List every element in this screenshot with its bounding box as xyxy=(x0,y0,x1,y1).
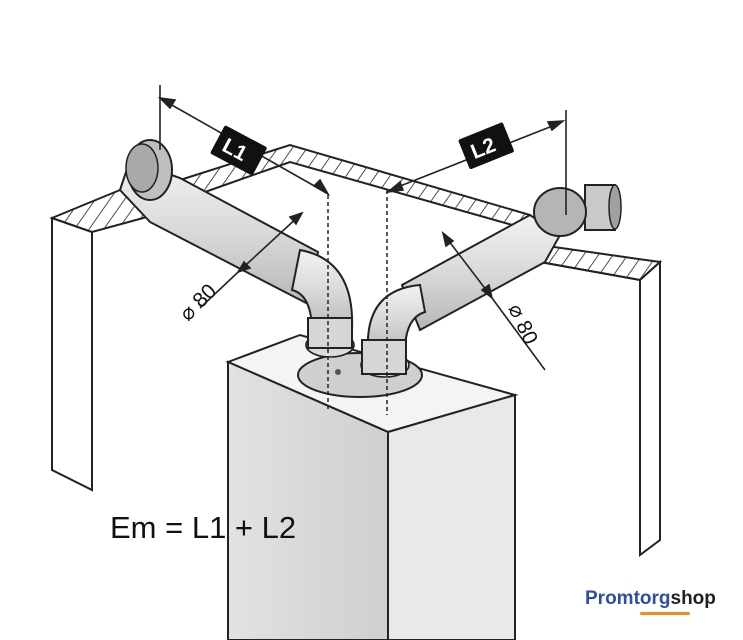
brand-name-part1: Promtorg xyxy=(585,588,671,609)
left-diameter-label: ⌀ 80 xyxy=(175,280,221,326)
reference-lines xyxy=(327,190,388,415)
right-diameter-label: ⌀ 80 xyxy=(503,300,542,348)
brand-underline xyxy=(640,612,690,615)
brand-name-part2: shop xyxy=(670,588,716,609)
l2-label: L2 xyxy=(458,122,514,170)
brand-logo[interactable]: Promtorgshop xyxy=(585,588,716,610)
length-formula: Em = L1 + L2 xyxy=(110,510,297,545)
dimension-lines xyxy=(157,85,567,371)
left-flue-pipe xyxy=(118,139,354,349)
right-flue-pipe xyxy=(361,184,622,375)
